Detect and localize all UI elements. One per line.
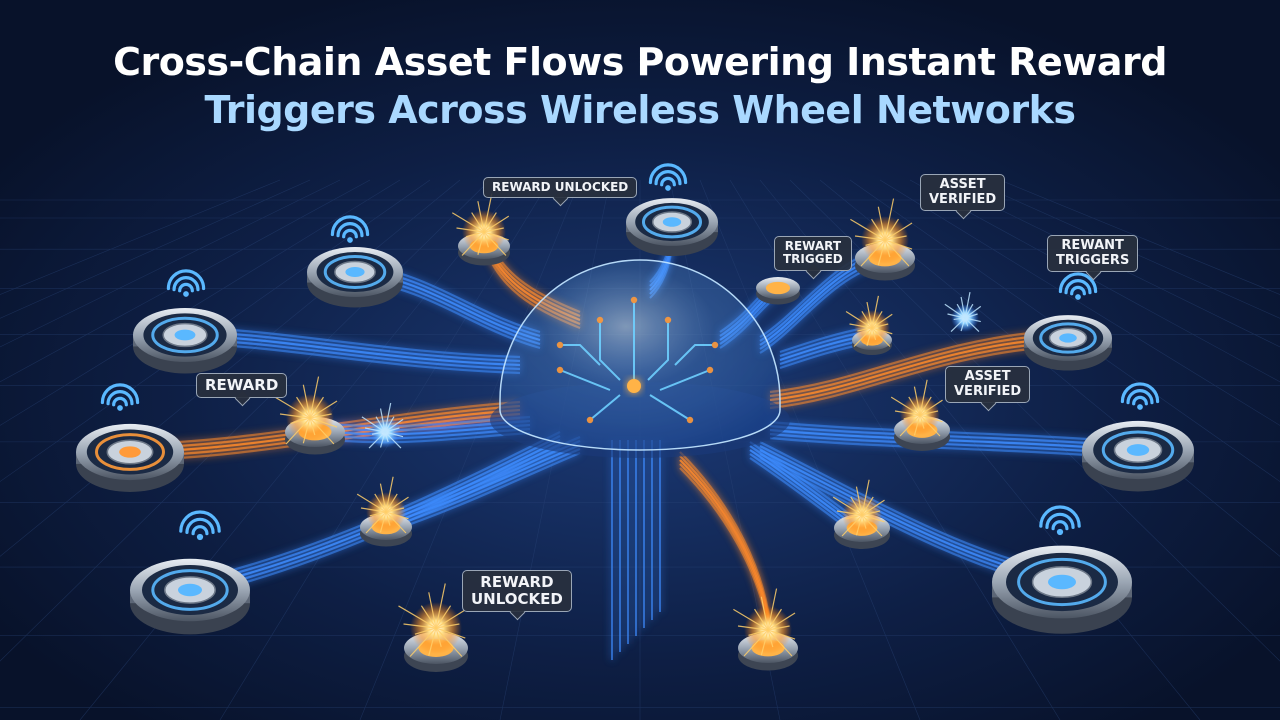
- spark-icon: [832, 479, 885, 537]
- spark-icon: [944, 292, 982, 332]
- gear-wheel-icon: [1082, 420, 1194, 492]
- wifi-icon: [648, 163, 688, 191]
- wifi-icon: [166, 269, 206, 297]
- central-hub: [490, 259, 790, 458]
- spark-icon: [361, 402, 404, 449]
- gear-wheel-icon: [130, 558, 250, 635]
- spark-icon: [733, 588, 796, 657]
- spark-icon: [845, 295, 893, 347]
- wifi-icon: [1039, 505, 1081, 536]
- spark-icon: [451, 193, 510, 256]
- page-subtitle: Triggers Across Wireless Wheel Networks: [204, 88, 1076, 132]
- reward-sparks: [275, 193, 982, 657]
- globe-circuit-icon: [556, 296, 719, 424]
- spark-icon: [398, 583, 466, 657]
- wheel-nodes: [76, 198, 1194, 635]
- spark-icon: [850, 198, 913, 267]
- wifi-icon: [179, 510, 221, 541]
- gear-wheel-icon: [626, 198, 718, 257]
- spark-icon: [356, 476, 409, 534]
- wifi-signals: [100, 163, 1160, 541]
- callout-reward-left: REWARD: [196, 373, 288, 398]
- gear-wheel-icon: [992, 545, 1132, 634]
- wifi-icon: [1058, 272, 1098, 300]
- relay-node: [756, 277, 800, 305]
- gear-wheel-icon: [307, 247, 403, 308]
- gear-wheel-icon: [76, 423, 184, 492]
- wifi-icon: [100, 383, 140, 411]
- gear-wheel-icon: [133, 307, 237, 374]
- page-title: Cross-Chain Asset Flows Powering Instant…: [113, 40, 1167, 84]
- callout-reward-unlocked-top: REWARD UNLOCKED: [483, 177, 638, 199]
- spark-icon: [890, 379, 943, 437]
- wifi-icon: [330, 215, 370, 243]
- spark-icon: [275, 376, 338, 445]
- wifi-icon: [1120, 382, 1160, 410]
- gear-wheel-icon: [1024, 315, 1112, 371]
